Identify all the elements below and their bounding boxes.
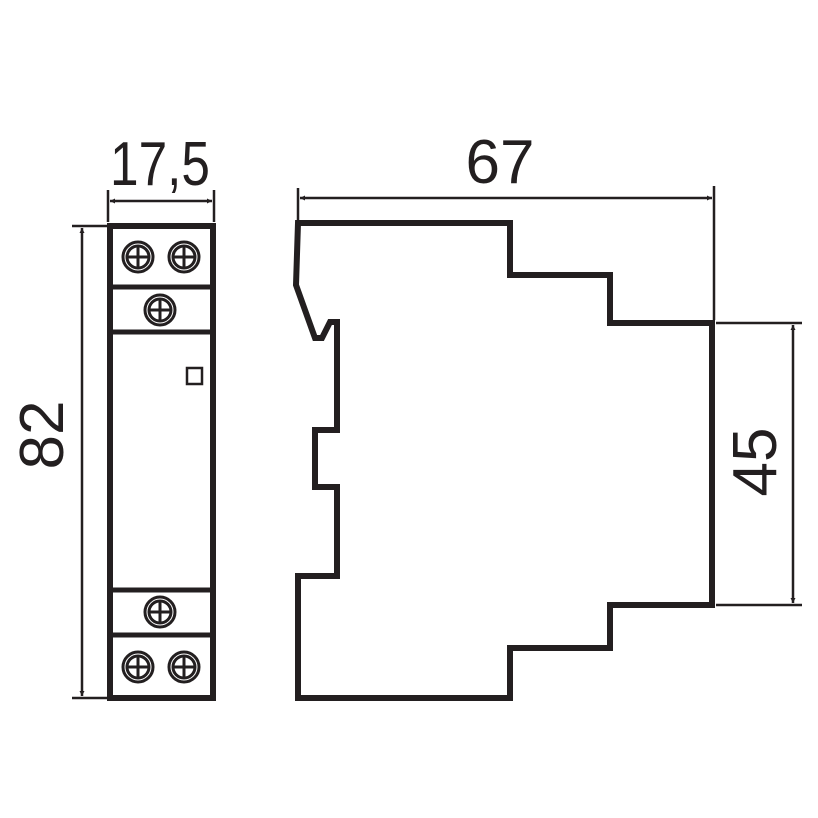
terminal-screw-icon (167, 240, 201, 274)
terminal-screw-icon (167, 650, 201, 684)
terminal-screw-icon (143, 293, 177, 327)
front-height-label: 45 (721, 428, 790, 497)
front-view (107, 223, 216, 701)
height-label: 82 (8, 401, 77, 470)
depth-label: 67 (466, 128, 535, 197)
width-dimension: 17,5 (106, 130, 216, 222)
side-view-outline (292, 220, 715, 701)
depth-dimension: 67 (296, 128, 716, 320)
height-dimension: 82 (8, 224, 107, 700)
width-label: 17,5 (110, 130, 210, 199)
terminal-screw-icon (121, 240, 155, 274)
status-indicator-window (185, 366, 204, 386)
front-height-dimension: 45 (716, 321, 802, 607)
front-body-outline (107, 223, 216, 701)
terminal-screw-icon (143, 595, 177, 629)
terminal-screw-icon (121, 650, 155, 684)
